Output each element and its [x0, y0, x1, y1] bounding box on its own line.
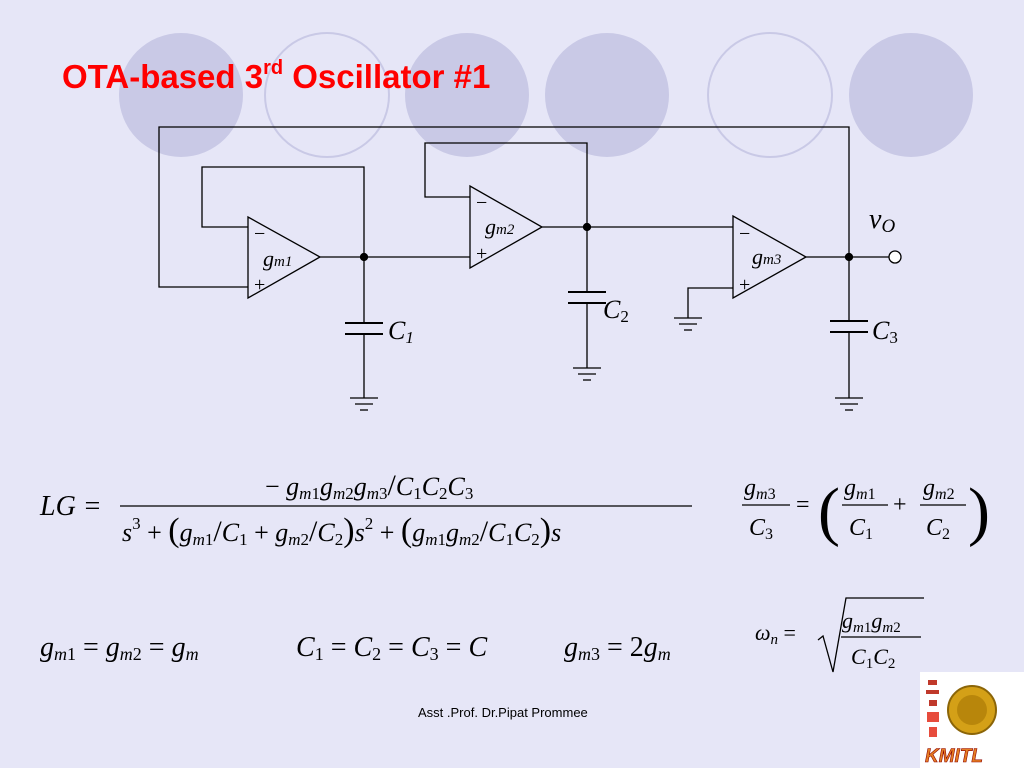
svg-text:): ) [968, 475, 990, 548]
lg-denominator: s3 + (gm1/C1 + gm2/C2)s2 + (gm1gm2/C1C2)… [122, 512, 561, 549]
ota3-plus: + [739, 274, 750, 296]
bg-circle-3 [405, 33, 529, 157]
bg-circle-4 [545, 33, 669, 157]
svg-text:C1: C1 [849, 515, 873, 543]
ota1-symbol [247, 215, 322, 300]
oscillation-condition: gm3 C3 = ( gm1 C1 + gm2 C2 ) [742, 475, 990, 548]
c2-label: C2 [603, 295, 629, 326]
ota2-label: gm2 [485, 214, 515, 239]
footer-author: Asst .Prof. Dr.Pipat Prommee [418, 705, 588, 720]
ota1-plus: + [254, 274, 265, 296]
lg-lhs: LG = [39, 491, 102, 522]
ground-c2 [573, 367, 601, 381]
ground-ota3 [674, 317, 702, 331]
node-out [844, 252, 854, 262]
natural-frequency-equation: ωn = gm1gm2 C1C2 [755, 597, 924, 673]
ota1-minus: − [254, 223, 265, 245]
ota3-minus: − [739, 223, 750, 245]
svg-text:=: = [796, 492, 810, 518]
svg-text:C2: C2 [926, 515, 950, 543]
svg-text:C3: C3 [749, 515, 773, 543]
loop-gain-equation: LG = − gm1gm2gm3/C1C2C3 s3 + (gm1/C1 + g… [39, 469, 692, 549]
ota1-label: gm1 [263, 246, 292, 271]
ota2-minus: − [476, 192, 487, 214]
c1-label: C1 [388, 316, 414, 347]
logo-tower-icon [926, 680, 939, 737]
wire-ota3-plus [687, 287, 733, 318]
svg-text:(: ( [818, 475, 840, 548]
logo-text: KMITL [925, 746, 983, 767]
svg-text:gm1: gm1 [844, 475, 876, 503]
c3-label: C3 [872, 316, 898, 347]
slide-title: OTA-based 3rd Oscillator #1 [62, 57, 491, 95]
svg-text:+: + [893, 492, 907, 518]
lg-numerator: − gm1gm2gm3/C1C2C3 [265, 469, 473, 503]
svg-text:ωn =: ωn = [755, 620, 796, 648]
ground-c1 [350, 397, 378, 411]
bg-circle-2 [264, 32, 390, 158]
condition-c-equal: C1 = C2 = C3 = C [296, 632, 487, 664]
ota2-symbol [469, 184, 544, 270]
wire-ota2-loop [424, 142, 588, 227]
condition-gm3: gm3 = 2gm [564, 632, 671, 664]
condition-gm-equal: gm1 = gm2 = gm [40, 632, 199, 664]
node-1 [359, 252, 369, 262]
bg-circle-5 [707, 32, 833, 158]
node-2 [582, 222, 592, 232]
wire-ota1-loop [201, 166, 365, 257]
vo-label: vO [869, 204, 895, 237]
svg-text:C1C2: C1C2 [851, 644, 895, 672]
ground-c3 [835, 397, 863, 411]
output-terminal [888, 250, 902, 264]
ota3-label: gm3 [752, 244, 781, 269]
svg-text:gm2: gm2 [923, 475, 955, 503]
svg-text:gm3: gm3 [744, 475, 776, 503]
ota3-symbol [732, 214, 808, 300]
bg-circle-6 [849, 33, 973, 157]
ota2-plus: + [476, 243, 487, 265]
bg-circle-1 [119, 33, 243, 157]
wire-outer-feedback [158, 126, 850, 288]
svg-text:gm1gm2: gm1gm2 [842, 608, 901, 636]
